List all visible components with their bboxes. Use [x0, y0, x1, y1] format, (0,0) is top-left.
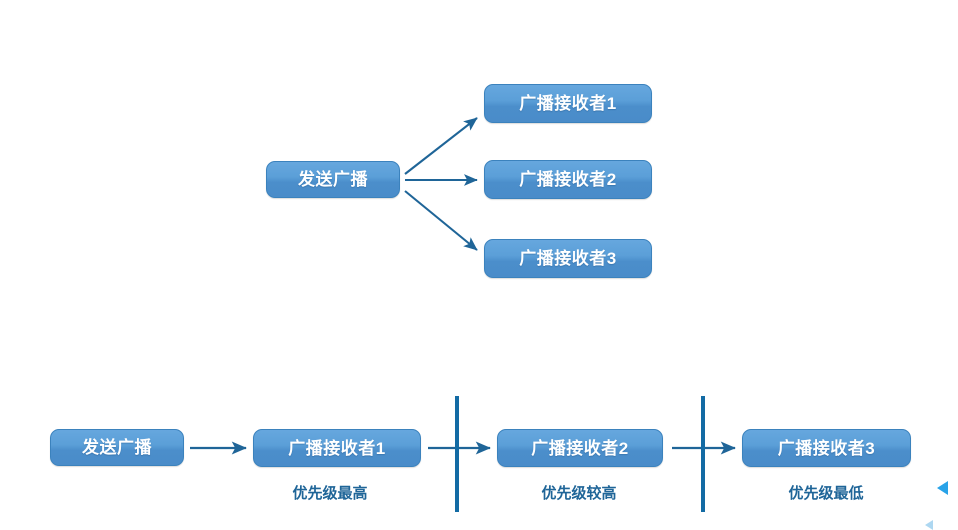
- node-broadcast-receiver-1-top[interactable]: 广播接收者1: [484, 84, 652, 123]
- arrow-to-receiver-3: [404, 190, 478, 251]
- node-send-broadcast-top[interactable]: 发送广播: [266, 161, 400, 198]
- node-label: 广播接收者3: [519, 249, 617, 268]
- bottom-edge-artifact: [925, 520, 933, 530]
- arrow-to-receiver-1: [404, 117, 478, 175]
- node-broadcast-receiver-3-bottom[interactable]: 广播接收者3: [742, 429, 911, 467]
- node-broadcast-receiver-2-top[interactable]: 广播接收者2: [484, 160, 652, 199]
- caption-priority-higher: 优先级较高: [541, 485, 617, 502]
- node-broadcast-receiver-2-bottom[interactable]: 广播接收者2: [497, 429, 663, 467]
- node-send-broadcast-bottom[interactable]: 发送广播: [50, 429, 184, 466]
- caption-priority-lowest: 优先级最低: [788, 485, 864, 502]
- node-label: 广播接收者1: [519, 94, 617, 113]
- node-label: 广播接收者1: [288, 438, 386, 458]
- separator-bar-2: [701, 396, 705, 512]
- left-triangle-marker[interactable]: [937, 481, 948, 495]
- node-label: 广播接收者3: [777, 438, 876, 458]
- node-label: 发送广播: [298, 170, 368, 189]
- caption-priority-highest: 优先级最高: [292, 485, 368, 502]
- node-label: 广播接收者2: [531, 438, 629, 458]
- node-label: 广播接收者2: [519, 170, 617, 189]
- separator-bar-1: [455, 396, 459, 512]
- node-label: 发送广播: [82, 438, 152, 457]
- node-broadcast-receiver-1-bottom[interactable]: 广播接收者1: [253, 429, 421, 467]
- node-broadcast-receiver-3-top[interactable]: 广播接收者3: [484, 239, 652, 278]
